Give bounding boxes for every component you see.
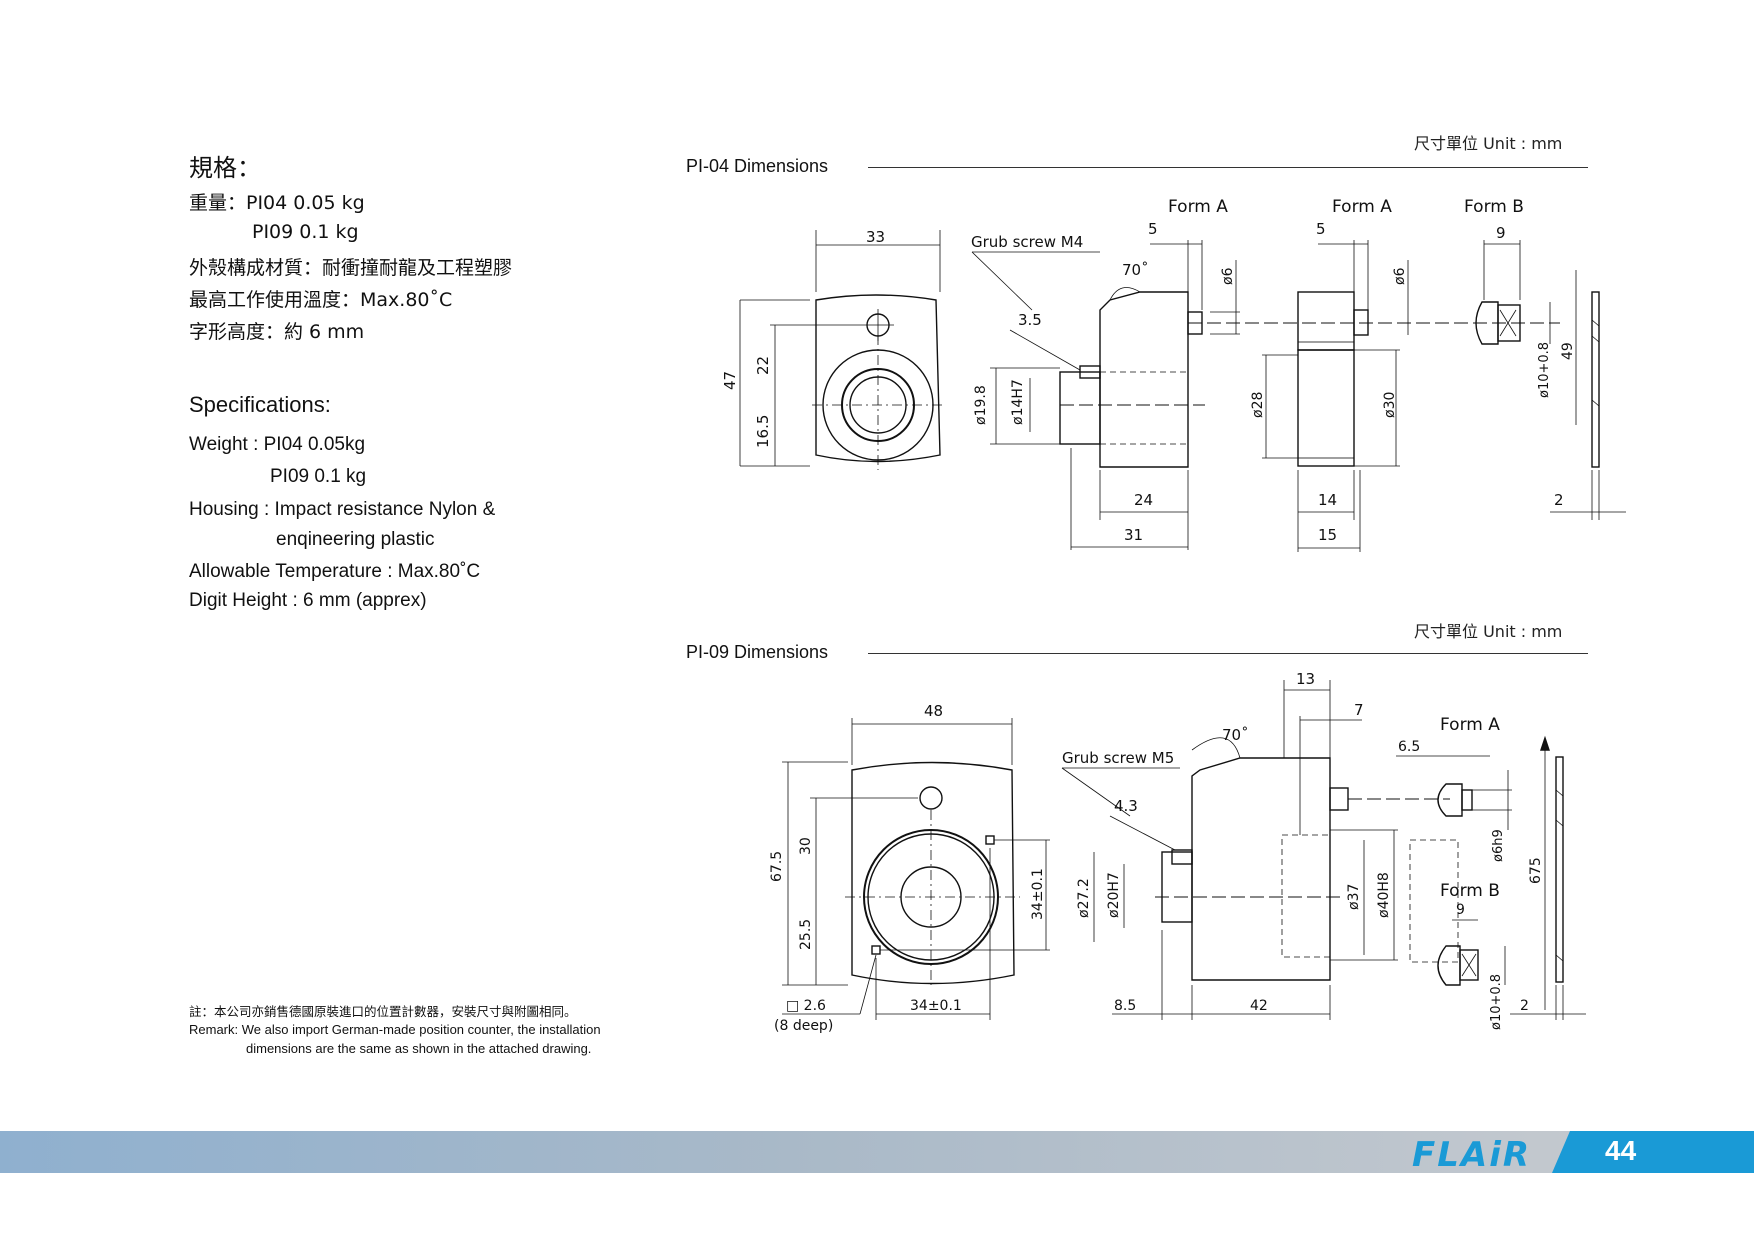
pi04-drawing: 33 47 22 16.5 Grub screw M4 70˚ 3.5 5 ø6… bbox=[721, 197, 1626, 552]
pi09-dim-34-h: 34±0.1 bbox=[910, 998, 962, 1014]
pi04-dim-3-5: 3.5 bbox=[1018, 311, 1042, 329]
pi04-dim-31: 31 bbox=[1124, 526, 1143, 544]
pi09-form-b: Form B bbox=[1440, 881, 1500, 901]
pi04-dim-16-5: 16.5 bbox=[754, 415, 772, 448]
pi04-title: PI-04 Dimensions bbox=[686, 156, 829, 176]
pi09-phi40: ø40H8 bbox=[1376, 872, 1392, 918]
pi09-front-body bbox=[851, 761, 1015, 985]
pi09-drawing: 48 67.5 30 25.5 34±0.1 34±0.1 □ 2.6 (8 d… bbox=[769, 670, 1586, 1034]
pi09-dim-67-5: 67.5 bbox=[769, 851, 785, 882]
pi09-phi37: ø37 bbox=[1346, 884, 1362, 910]
pi09-dim-42: 42 bbox=[1250, 998, 1268, 1014]
pi04-unit: 尺寸單位 Unit : mm bbox=[1414, 134, 1563, 153]
pi04-phi14: ø14H7 bbox=[1010, 379, 1026, 425]
spec-en-digit-height: Digit Height : 6 mm (apprex) bbox=[189, 590, 427, 611]
footer-bar bbox=[0, 1131, 1754, 1173]
spec-zh-weight-1: 重量：PI04 0.05 kg bbox=[189, 192, 365, 214]
pi04-form-a1: Form A bbox=[1168, 197, 1228, 217]
pi04-dim-15: 15 bbox=[1318, 526, 1337, 544]
pi04-side-body bbox=[1099, 291, 1189, 468]
pi09-dim-sq2-6: □ 2.6 bbox=[786, 998, 826, 1014]
remark-en-2: dimensions are the same as shown in the … bbox=[246, 1041, 592, 1056]
pi04-phi6a: ø6 bbox=[1220, 267, 1236, 285]
pi09-dim-13: 13 bbox=[1296, 670, 1315, 688]
pi04-dim-5b: 5 bbox=[1316, 220, 1326, 238]
pi04-phi19-8: ø19.8 bbox=[973, 385, 989, 425]
pi09-angle: 70˚ bbox=[1222, 726, 1249, 744]
brand-logo: FLAiR bbox=[1412, 1135, 1532, 1175]
spec-en-housing-1: Housing : Impact resistance Nylon & bbox=[189, 499, 496, 520]
pi04-phi10: ø10+0.8 bbox=[1537, 342, 1552, 398]
spec-zh-digit-height: 字形高度：約 6 mm bbox=[189, 321, 365, 343]
pi09-title-rule bbox=[868, 653, 1588, 654]
spec-zh-weight-2: PI09 0.1 kg bbox=[252, 221, 359, 243]
pi09-dim-7: 7 bbox=[1354, 701, 1364, 719]
pi04-form-b: Form B bbox=[1464, 197, 1524, 217]
pi04-phi6b: ø6 bbox=[1392, 267, 1408, 285]
spec-en-weight-1: Weight : PI04 0.05kg bbox=[189, 434, 366, 455]
pi09-dim-2: 2 bbox=[1520, 998, 1529, 1014]
pi09-dim-6-5: 6.5 bbox=[1398, 739, 1420, 755]
pi09-dim-25-5: 25.5 bbox=[798, 919, 814, 950]
pi04-form-a2: Form A bbox=[1332, 197, 1392, 217]
pi09-dim-675: 675 bbox=[1528, 857, 1544, 884]
pi09-unit: 尺寸單位 Unit : mm bbox=[1414, 622, 1563, 641]
pi04-phi30: ø30 bbox=[1382, 392, 1398, 418]
pi09-dim-8-5: 8.5 bbox=[1114, 998, 1136, 1014]
spec-zh-housing: 外殼構成材質：耐衝撞耐龍及工程塑膠 bbox=[189, 257, 513, 279]
pi09-dim-48: 48 bbox=[924, 702, 943, 720]
pi09-dim-34-v: 34±0.1 bbox=[1030, 868, 1046, 920]
pi04-dim-2: 2 bbox=[1554, 491, 1564, 509]
pi09-dim-30: 30 bbox=[798, 837, 814, 855]
pi09-dim-9: 9 bbox=[1456, 902, 1465, 918]
pi04-dim-5a: 5 bbox=[1148, 220, 1158, 238]
pi04-dim-24: 24 bbox=[1134, 491, 1153, 509]
pi04-dim-49: 49 bbox=[1560, 342, 1576, 360]
page-number-tab bbox=[1552, 1131, 1754, 1173]
pi09-dim-4-3: 4.3 bbox=[1114, 797, 1138, 815]
pi04-dim-14: 14 bbox=[1318, 491, 1337, 509]
pi09-phi20: ø20H7 bbox=[1106, 872, 1122, 918]
pi04-angle: 70˚ bbox=[1122, 261, 1149, 279]
pi04-grub-screw: Grub screw M4 bbox=[971, 233, 1083, 251]
pi04-phi28: ø28 bbox=[1250, 392, 1266, 418]
pi09-front-hole bbox=[919, 786, 943, 810]
spec-en-housing-2: enqineering plastic bbox=[276, 529, 435, 550]
remark-en-1: Remark: We also import German-made posit… bbox=[189, 1022, 601, 1037]
spec-zh-temperature: 最高工作使用溫度：Max.80˚C bbox=[189, 289, 453, 311]
pi09-form-a: Form A bbox=[1440, 715, 1500, 735]
spec-en-temperature: Allowable Temperature : Max.80˚C bbox=[189, 561, 481, 582]
pi09-dim-8deep: (8 deep) bbox=[774, 1018, 833, 1034]
spec-en-weight-2: PI09 0.1 kg bbox=[270, 466, 367, 487]
remark-zh: 註：本公司亦銷售德國原裝進口的位置計數器，安裝尺寸與附圖相同。 bbox=[189, 1004, 577, 1019]
pi09-phi6h9: ø6h9 bbox=[1491, 829, 1506, 862]
pi04-title-rule bbox=[868, 167, 1588, 168]
pi09-phi27-2: ø27.2 bbox=[1076, 878, 1092, 918]
pi04-dim-33: 33 bbox=[866, 228, 885, 246]
pi09-grub-screw: Grub screw M5 bbox=[1062, 749, 1174, 767]
pi09-phi10: ø10+0.8 bbox=[1489, 974, 1504, 1030]
pi09-side-body bbox=[1191, 757, 1331, 981]
pi04-dim-22: 22 bbox=[754, 356, 772, 375]
pi09-title: PI-09 Dimensions bbox=[686, 642, 829, 662]
page-number: 44 bbox=[1605, 1135, 1637, 1166]
spec-zh-title: 規格： bbox=[189, 154, 261, 182]
pi04-front-body bbox=[815, 294, 941, 463]
pi04-dim-47: 47 bbox=[721, 371, 739, 390]
pi04-dim-9: 9 bbox=[1496, 224, 1506, 242]
spec-en-title: Specifications: bbox=[189, 392, 331, 417]
